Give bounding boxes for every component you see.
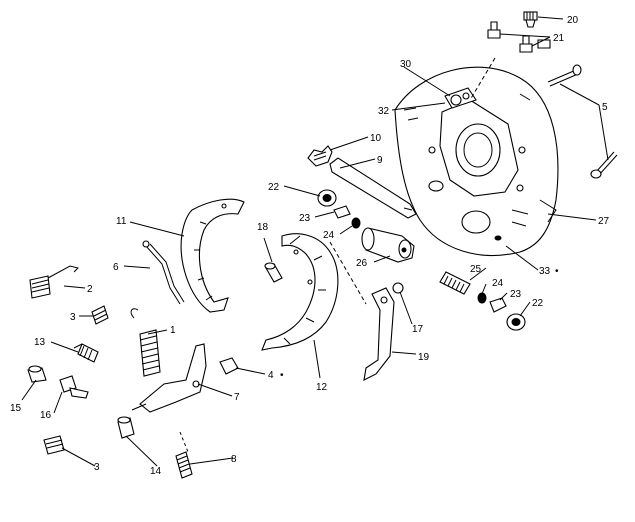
callout-14-final-visible: 14 xyxy=(150,466,162,477)
callout-18-final-visible: 18 xyxy=(257,222,269,233)
nut xyxy=(219,357,239,375)
callout-1-final-visible: 1 xyxy=(170,325,176,336)
callout-20-final-visible: 20 xyxy=(567,15,579,26)
adjuster-screw xyxy=(439,271,471,295)
callout-32-final-visible: 32 xyxy=(378,106,390,117)
wheel-cylinder xyxy=(361,227,415,263)
hold-down-pin xyxy=(264,262,283,283)
adjuster-spring xyxy=(73,343,99,363)
adjuster-spring-long xyxy=(175,451,193,479)
hold-spring xyxy=(29,265,79,299)
boot-left xyxy=(317,189,337,207)
return-spring xyxy=(130,308,161,377)
callout-26-final-visible: 26 xyxy=(356,258,368,269)
callout-8-final-visible: 8 xyxy=(231,454,237,465)
callout-12-final-visible: 12 xyxy=(316,382,328,393)
adjuster-cable xyxy=(142,240,185,305)
cup-left xyxy=(351,217,361,229)
callout-17-final-visible: 17 xyxy=(412,324,424,335)
callout-23-lower-visible: 23 xyxy=(510,289,522,300)
callout-15-final-visible: 15 xyxy=(10,403,22,414)
callout-7-final-visible: 7 xyxy=(234,392,240,403)
retainer-cup-upper xyxy=(91,305,109,325)
washer xyxy=(392,282,404,294)
strut xyxy=(329,157,417,219)
callout-24u-final-visible: 24 xyxy=(323,230,335,241)
callout-27-final-visible: 27 xyxy=(598,216,610,227)
callout-4-mark: • xyxy=(280,370,284,381)
leader-lines xyxy=(21,16,609,467)
callout-33-final-visible: 33 xyxy=(539,266,551,277)
callout-16-final-visible: 16 xyxy=(40,410,52,421)
piston-left xyxy=(333,205,351,219)
sleeve xyxy=(117,416,135,439)
fittings xyxy=(487,21,551,53)
callout-labels: 22 22 5 30 32 9 8 23 24 25 27 33 • 26 24… xyxy=(280,266,559,381)
cup-right xyxy=(477,292,487,304)
strut-spring xyxy=(307,145,333,167)
callout-5-final-visible: 5 xyxy=(602,102,608,113)
callout-30-final-visible: 30 xyxy=(400,59,412,70)
callout-13-final-visible: 13 xyxy=(34,337,46,348)
callout-labels-extra: 8 81915924232220213032273326251817161413… xyxy=(10,15,610,477)
callout-3u-final-visible: 3 xyxy=(70,312,76,323)
callout-23u-final-visible: 23 xyxy=(299,213,311,224)
front-shoe xyxy=(180,198,245,313)
callout-22u-final-visible: 22 xyxy=(268,182,280,193)
adjuster-lever xyxy=(131,343,207,413)
pivot xyxy=(59,375,89,399)
boot-right xyxy=(506,313,526,331)
callout-24-lower-visible: 24 xyxy=(492,278,504,289)
backing-plate xyxy=(394,66,559,256)
callout-6-final-visible: 6 xyxy=(113,262,119,273)
callout-22-lower-visible: 22 xyxy=(532,298,544,309)
callout-21-final-visible: 21 xyxy=(553,33,565,44)
callout-33-mark: • xyxy=(555,266,559,277)
piston-right xyxy=(489,297,507,313)
pivot-pin xyxy=(27,365,47,383)
bleeder-screw xyxy=(523,11,538,28)
rear-shoe xyxy=(261,233,339,351)
callout-2-final-visible: 2 xyxy=(87,284,93,295)
callout-9-final-visible: 9 xyxy=(377,155,383,166)
retainer-cup-lower xyxy=(43,435,65,455)
lever-retainer xyxy=(444,87,477,109)
bolts xyxy=(547,64,618,179)
callout-4-final-visible: 4 xyxy=(268,370,274,381)
parking-lever xyxy=(363,287,395,381)
callout-25-final-visible: 25 xyxy=(470,264,482,275)
callout-11-final-visible: 11 xyxy=(116,216,127,227)
callout-3l-final-visible: 3 xyxy=(94,462,100,473)
callout-10-final-visible: 10 xyxy=(370,133,382,144)
callout-19-final-visible: 19 xyxy=(418,352,430,363)
